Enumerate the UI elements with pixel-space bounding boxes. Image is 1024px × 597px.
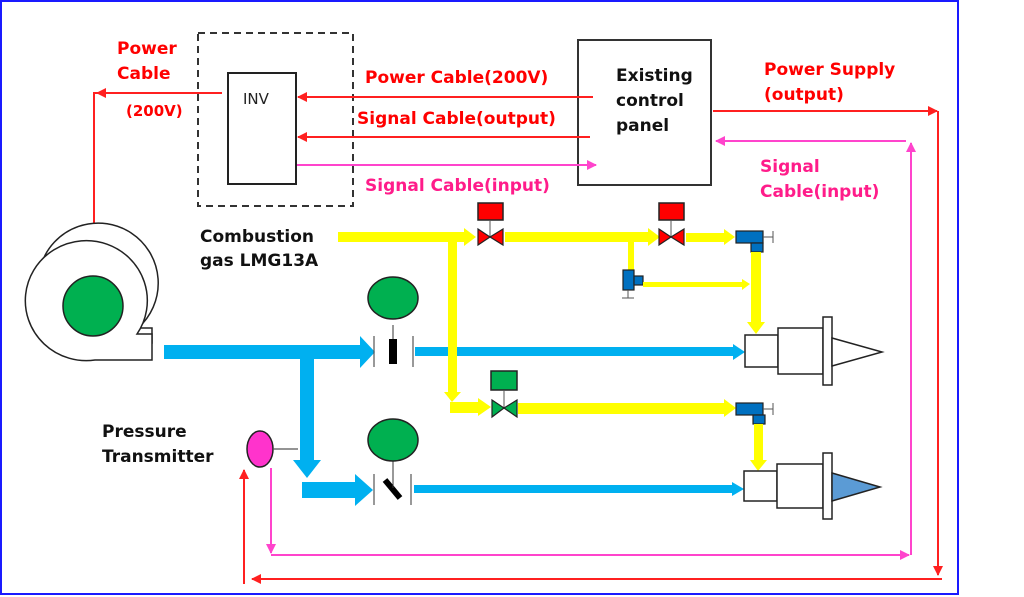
gas-pilot-arrow-1 [478, 398, 491, 416]
pressure-transmitter[interactable] [246, 430, 298, 468]
damper-main-blade [389, 339, 397, 364]
gas-line-mid-arrow [648, 228, 660, 246]
pressure-transmitter-label-2: Transmitter [102, 447, 214, 467]
signal-cable-input-mid-label: Signal Cable(input) [365, 176, 550, 196]
air-pilot-line [414, 485, 734, 493]
gas-valve-pilot-actuator [490, 370, 518, 391]
power-supply-label-2: (output) [764, 85, 844, 105]
control-panel-label-3: panel [616, 116, 669, 136]
air-branch-arrow [355, 474, 373, 506]
signal-cable-right-label-2: Cable(input) [760, 182, 879, 202]
gas-pilot-line-2 [518, 403, 726, 414]
air-main-line-2 [415, 347, 735, 356]
damper-main[interactable] [367, 276, 419, 367]
control-panel[interactable]: Existing control panel [577, 39, 712, 186]
combustion-gas-label-1: Combustion [200, 227, 314, 247]
gas-pilot-bypass-arrow [742, 279, 750, 290]
power-cable-200v-label: Power Cable(200V) [365, 68, 548, 88]
gas-pilot-down-arrow [750, 460, 767, 471]
air-main-arrow [360, 336, 375, 368]
gas-inlet-arrow [464, 228, 476, 246]
blower[interactable] [24, 222, 159, 362]
inverter-enclosure [197, 32, 354, 207]
control-panel-box[interactable] [577, 39, 712, 186]
burner-main-body [777, 327, 824, 375]
gas-pilot-arrow-2 [724, 399, 736, 417]
signal-cable-output-label: Signal Cable(output) [357, 109, 556, 129]
gas-regulator-pilot-outlet [633, 275, 644, 286]
gas-pilot-bypass-line [643, 282, 743, 287]
gas-regulator-pilot-body [622, 269, 635, 291]
gas-regulator-pilot[interactable] [622, 269, 644, 299]
gas-pilot-down [754, 424, 763, 460]
burner-main-flame-cone [831, 337, 885, 367]
power-cable-left-label-3: (200V) [126, 102, 183, 120]
air-main-arrow-2 [733, 344, 745, 360]
gas-line-to-regulator [686, 233, 726, 242]
burner-pilot-body [776, 463, 824, 509]
burner-pilot-flame-cone [831, 472, 883, 502]
burner-pilot-inlet [743, 470, 778, 502]
gas-regulator-pilot-burner-body [735, 402, 764, 416]
burner-pilot-flange [822, 452, 833, 520]
gas-regulator-main-body [735, 230, 764, 244]
air-branch-down-arrow [293, 460, 321, 478]
gas-regulator-main[interactable] [735, 230, 774, 253]
gas-valve-pilot-body-left [491, 398, 506, 419]
pressure-transmitter-body[interactable] [246, 430, 274, 468]
air-main-line [164, 345, 364, 359]
power-supply-label-1: Power Supply [764, 60, 895, 80]
power-cable-left-label-1: Power [117, 39, 177, 59]
power-cable-left-label-2: Cable [117, 64, 170, 84]
gas-valve-pilot[interactable] [490, 370, 518, 419]
signal-cable-right-label-1: Signal [760, 157, 820, 177]
gas-valve-1[interactable] [477, 202, 504, 247]
control-panel-label-2: control [616, 91, 684, 111]
gas-valve-1-actuator [477, 202, 504, 221]
air-branch-line [302, 482, 357, 498]
gas-valve-pilot-body-right [502, 398, 518, 419]
damper-pilot-blade [382, 478, 403, 500]
gas-inlet-line [338, 232, 466, 242]
gas-branch-vertical [448, 242, 457, 392]
blower-impeller [62, 275, 124, 337]
gas-regulator-main-outlet [750, 242, 764, 253]
control-panel-label-1: Existing [616, 66, 693, 86]
gas-branch-down-arrow [444, 392, 461, 402]
gas-valve-1-body-left [477, 227, 492, 247]
burner-pilot[interactable] [743, 452, 883, 520]
damper-pilot[interactable] [367, 418, 419, 505]
damper-pilot-actuator[interactable] [367, 418, 419, 462]
gas-main-down [751, 252, 761, 322]
diagram-frame [0, 0, 959, 595]
air-pilot-arrow [732, 482, 744, 496]
inverter[interactable]: INV [227, 72, 297, 185]
gas-pilot-branch [628, 242, 634, 272]
burner-main-flange [822, 316, 833, 386]
air-branch-vertical [300, 359, 314, 460]
gas-line-mid [505, 232, 650, 242]
inverter-box[interactable] [227, 72, 297, 185]
gas-valve-2-body-right [669, 227, 685, 247]
gas-line-to-regulator-arrow [724, 229, 735, 245]
gas-valve-2-actuator [658, 202, 685, 221]
gas-valve-1-body-right [488, 227, 504, 247]
gas-regulator-pilot-burner[interactable] [735, 402, 774, 425]
combustion-gas-label-2: gas LMG13A [200, 251, 319, 271]
gas-valve-2[interactable] [658, 202, 685, 247]
damper-main-actuator[interactable] [367, 276, 419, 320]
pressure-transmitter-label-1: Pressure [102, 422, 187, 442]
burner-main-inlet [744, 334, 779, 368]
inverter-label: INV [243, 90, 270, 108]
burner-main[interactable] [744, 316, 885, 386]
gas-valve-2-body-left [658, 227, 673, 247]
gas-pilot-line-1 [450, 402, 480, 413]
gas-regulator-pilot-burner-outlet [752, 414, 766, 425]
gas-main-down-arrow [747, 322, 765, 334]
